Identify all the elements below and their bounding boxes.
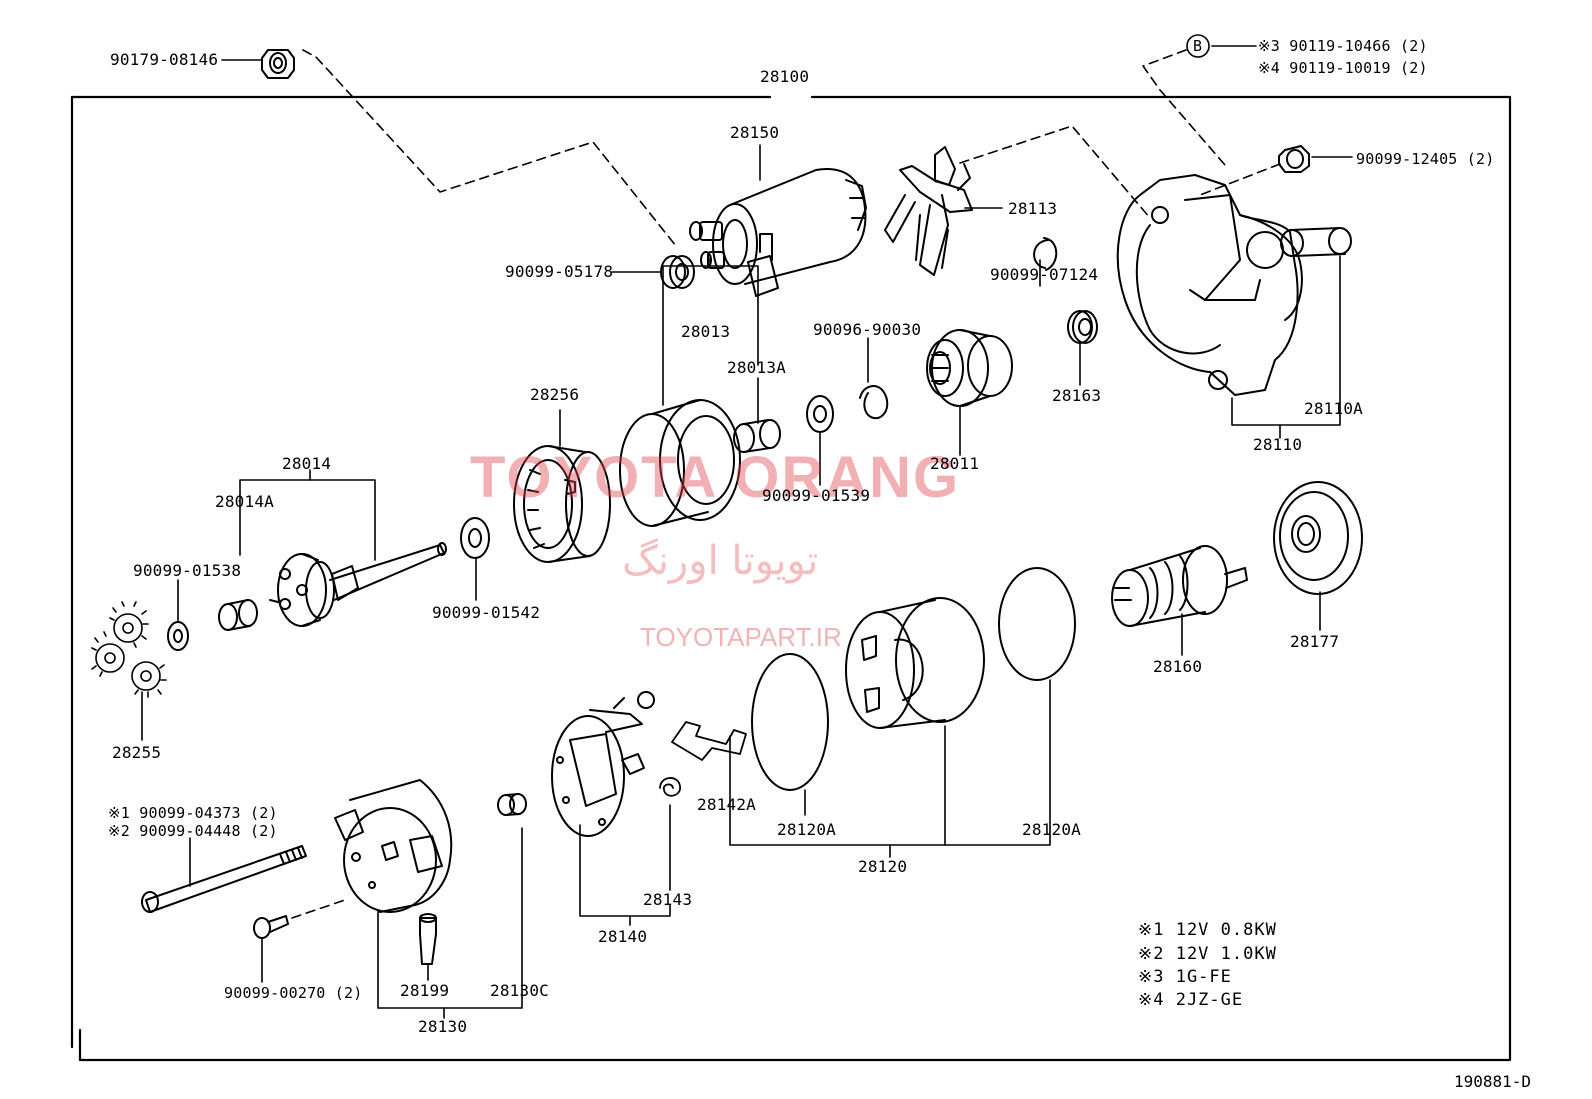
snapring-90096-90030-icon	[859, 385, 889, 420]
armature-28160-icon	[1111, 545, 1248, 627]
nut-90099-05178-icon	[660, 255, 695, 289]
part-28163: 28163	[1052, 386, 1102, 405]
part-28120: 28120	[858, 857, 908, 876]
assembly-label: 28100	[760, 67, 810, 86]
watermark-brand: TOYOTA ORANG	[470, 445, 961, 510]
housing-28110-icon	[1116, 174, 1303, 396]
part-28150: 28150	[730, 123, 780, 142]
part-28160: 28160	[1153, 657, 1203, 676]
part-28130: 28130	[418, 1017, 468, 1036]
planetary-gears-28255-icon	[91, 601, 167, 698]
note-1: ※1 12V 0.8KW	[1138, 920, 1277, 940]
part-28120A-left: 28120A	[777, 820, 836, 839]
bushing-28014A-icon	[218, 599, 258, 631]
brush-strip-28142A-icon	[671, 721, 747, 761]
watermark-site: TOYOTAPART.IR	[640, 622, 842, 652]
part-90119-10466: ※3 90119-10466 (2)	[1258, 37, 1428, 55]
note-2: ※2 12V 1.0KW	[1138, 944, 1277, 964]
yoke-28120-icon	[845, 597, 985, 729]
part-28255: 28255	[112, 743, 162, 762]
washer-90099-01538-icon	[167, 621, 189, 651]
nut-90099-12405-icon	[1278, 145, 1310, 173]
part-90099-04448: ※2 90099-04448 (2)	[108, 822, 278, 840]
screw-90099-00270-icon	[253, 915, 289, 939]
part-28120A-right: 28120A	[1022, 820, 1081, 839]
part-28013A: 28013A	[727, 358, 786, 377]
part-28011: 28011	[930, 454, 980, 473]
part-28014A: 28014A	[215, 492, 274, 511]
bushing-28013A-icon	[733, 419, 781, 453]
part-90179-08146: 90179-08146	[110, 50, 219, 69]
part-28177: 28177	[1290, 632, 1340, 651]
part-90096-90030: 90096-90030	[813, 320, 922, 339]
assembly-frame	[70, 95, 1512, 1062]
part-90099-12405: 90099-12405 (2)	[1356, 150, 1495, 168]
part-28199: 28199	[400, 981, 450, 1000]
cover-28177-icon	[1273, 481, 1363, 595]
part-90099-07124: 90099-07124	[990, 265, 1099, 284]
part-28013: 28013	[681, 322, 731, 341]
clutch-28011-icon	[926, 329, 1013, 407]
part-90099-01539: 90099-01539	[762, 486, 871, 505]
part-90119-10019: ※4 90119-10019 (2)	[1258, 59, 1428, 77]
part-28113: 28113	[1008, 199, 1058, 218]
part-28110: 28110	[1253, 435, 1303, 454]
shaft-28014-icon	[269, 542, 447, 627]
part-90099-01538: 90099-01538	[133, 561, 242, 580]
plug-28199-icon	[419, 913, 437, 965]
bushing-28110A-icon	[1280, 227, 1352, 257]
internal-gear-28256-icon	[513, 445, 611, 563]
housing-28013-icon	[619, 399, 741, 527]
bushing-28130C-icon	[497, 793, 527, 816]
note-4: ※4 2JZ-GE	[1138, 990, 1244, 1010]
part-28256: 28256	[530, 385, 580, 404]
washer-90099-01542-icon	[460, 517, 490, 559]
mark-b-label: B	[1193, 37, 1203, 55]
o-ring-28120A-right-icon	[998, 567, 1076, 681]
solenoid-28150-icon	[689, 168, 867, 297]
brush-holder-28140-icon	[551, 691, 655, 837]
o-ring-28120A-left-icon	[751, 653, 829, 791]
note-3: ※3 1G-FE	[1138, 967, 1232, 987]
part-28014: 28014	[282, 454, 332, 473]
washer-90099-01539-icon	[806, 395, 834, 433]
ring-28163-icon	[1067, 310, 1098, 344]
part-28130C: 28130C	[490, 981, 549, 1000]
part-28110A: 28110A	[1304, 399, 1363, 418]
part-28143: 28143	[643, 890, 693, 909]
spring-28143-icon	[659, 777, 681, 797]
end-frame-28130-icon	[334, 779, 453, 913]
clip-90099-07124-icon	[1033, 237, 1058, 271]
lever-28113-icon	[884, 146, 973, 276]
mark-b-icon	[1186, 34, 1210, 58]
part-28140: 28140	[598, 927, 648, 946]
part-90099-01542: 90099-01542	[432, 603, 541, 622]
part-90099-05178: 90099-05178	[505, 262, 614, 281]
part-28142A: 28142A	[697, 795, 756, 814]
part-90099-04373: ※1 90099-04373 (2)	[108, 804, 278, 822]
diagram-code: 190881-D	[1454, 1072, 1532, 1091]
part-90099-00270: 90099-00270 (2)	[224, 984, 363, 1002]
watermark-persian: تویوتا اورنگ	[622, 538, 819, 584]
nut-90179-08146-icon	[261, 49, 295, 79]
thru-bolt-icon	[141, 845, 307, 913]
